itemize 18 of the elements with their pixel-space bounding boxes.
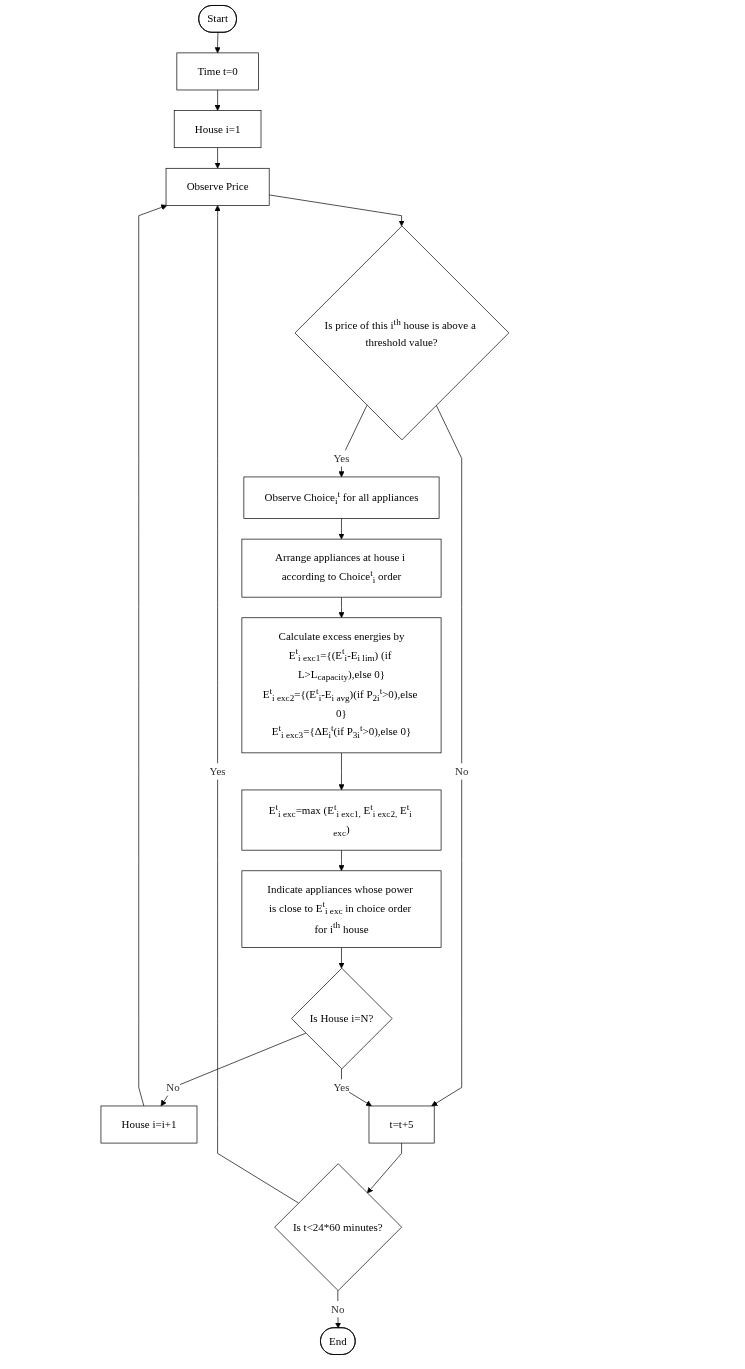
node-box: Calculate excess energies by E$^{t}$$_{i exc1}$={(E$^{t}$$_{i}$-E$_{i lim}$) (if L>L$_{capacity}$),else 0} E$^{t}$$_{i exc2}$={(E$^{t}$$_{i}$-E$_{i avg}$)(if P$_{2i}$$^{t}$>0),else 0} E$^{t}$$_{i exc3}$={ΔE$_{i}$$^{t}$(if P$_{3i}$$^{t}$>0),else 0} bbox=[241, 617, 442, 754]
edge-label: No bbox=[166, 1081, 180, 1093]
node-diamond: Is t<24*60 minutes? bbox=[274, 1163, 402, 1291]
node-box: Observe Price bbox=[165, 167, 270, 206]
node-box: Indicate appliances whose power is close to E$^{t}$$_{i exc}$ in choice order for i$^{th}$ house bbox=[241, 870, 442, 948]
edge-label: Yes bbox=[333, 452, 350, 464]
edge-label: No bbox=[331, 1302, 345, 1315]
node-box: House i=i+1 bbox=[100, 1105, 198, 1144]
edge-label: Yes bbox=[333, 1081, 350, 1093]
node-box: House i=1 bbox=[173, 110, 262, 149]
node-box: Time t=0 bbox=[176, 52, 259, 91]
edge-label: No bbox=[454, 765, 469, 777]
node-diamond: Is House i=N? bbox=[291, 967, 393, 1070]
node-box: t=t+5 bbox=[368, 1105, 435, 1144]
node-box: Observe Choice$_{i}$$^{t}$ for all appliances bbox=[243, 476, 440, 519]
node-diamond: Is price of this i$^{th}$ house is above a threshold value? bbox=[294, 225, 510, 441]
node-box: Arrange appliances at house i according to Choice$^{t}$$_{i}$ order bbox=[241, 538, 442, 598]
edge-label: Yes bbox=[209, 765, 226, 777]
